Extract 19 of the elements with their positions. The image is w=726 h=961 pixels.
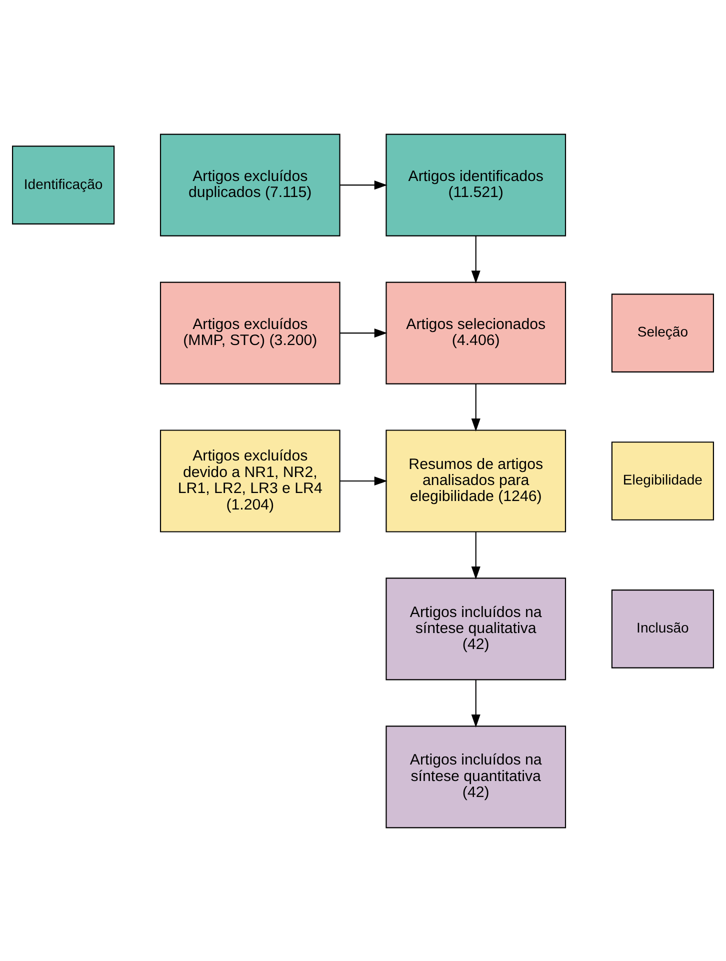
node-box: Artigos excluídos duplicados (7.115) — [160, 133, 340, 236]
arrow — [471, 235, 480, 284]
node-box: Inclusão — [611, 589, 714, 668]
arrow — [340, 180, 388, 190]
node-box: Seleção — [611, 293, 714, 372]
node-box: Artigos incluídos na síntese qualitativa (42) — [386, 577, 566, 680]
arrow — [471, 679, 480, 727]
node-box: Artigos selecionados (4.406) — [386, 281, 566, 384]
node-box: Resumos de artigos analisados para elegibilidade (1246) — [386, 429, 566, 532]
arrow — [340, 328, 388, 338]
node-box: Artigos incluídos na síntese quantitativa (42) — [386, 725, 566, 828]
node-box: Identificação — [12, 145, 115, 224]
node-box: Artigos identificados (11.521) — [386, 133, 566, 236]
arrow — [471, 531, 480, 579]
arrow — [340, 476, 388, 486]
node-box: Artigos excluídos devido a NR1, NR2, LR1, LR2, LR3 e LR4 (1.204) — [160, 429, 340, 532]
node-box: Artigos excluídos (MMP, STC) (3.200) — [160, 281, 340, 384]
arrow — [471, 383, 480, 432]
node-box: Elegibilidade — [611, 441, 714, 520]
